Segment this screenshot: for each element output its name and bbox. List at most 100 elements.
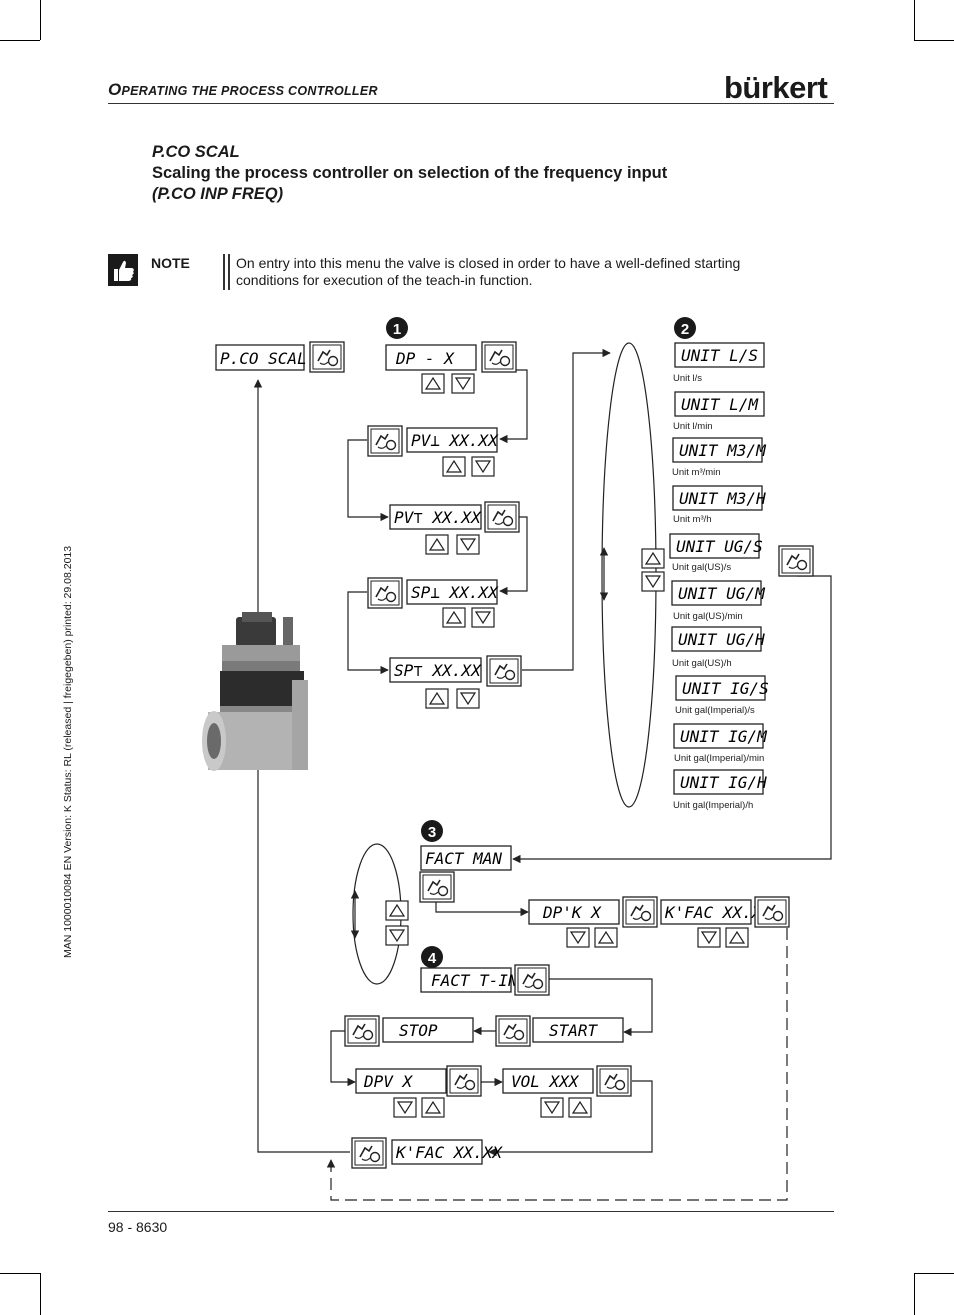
crop-mark [0,40,40,41]
menu-subtitle-ref: (P.CO INP FREQ) [152,185,284,203]
enter-key-icon [514,964,550,996]
arrow-down-icon [471,456,495,477]
crop-mark [0,1273,40,1274]
enter-key-icon [596,1065,632,1097]
unit-display-frame [675,675,766,701]
arrow-up-icon [425,534,449,555]
enter-key-icon [486,655,522,687]
arrow-down-icon [641,571,665,592]
note-divider [223,254,225,290]
display-text: FACT MAN [425,849,502,868]
arrow-up-icon [568,1097,592,1118]
unit-caption: Unit gal(Imperial)/h [673,800,753,811]
unit-caption: Unit l/s [673,373,702,384]
unit-display-text: UNIT L/M [681,395,759,414]
header-rule [108,103,834,104]
arrow-down-icon [540,1097,564,1118]
display-text: DP'K X [542,903,602,922]
display-text: FACT T-IN [431,971,518,990]
section-header-initial: O [108,80,122,99]
display-fact-man: FACT MAN [420,845,512,871]
unit-display-text: UNIT UG/H [678,630,765,649]
display-fact-tin: FACT T-IN [420,967,518,993]
menu-title: P.CO SCAL [152,143,240,161]
display-text: START [549,1021,599,1040]
unit-display-frame [673,723,764,749]
unit-display-text: UNIT M3/H [679,489,766,508]
unit-display-frame [672,437,763,463]
enter-key-icon [367,425,403,457]
display-dp-x: DP - X [385,344,477,371]
arrow-down-icon [566,927,590,948]
enter-key-icon [622,896,658,928]
crop-mark [914,0,915,40]
display-text: K'FAC XX.XX [395,1143,503,1162]
display-text: SP⊥ XX.XX [411,583,499,602]
arrow-up-icon [594,927,618,948]
unit-caption: Unit m³/h [673,514,712,525]
unit-display-frame [673,769,764,795]
enter-key-icon [484,501,520,533]
enter-key-icon [351,1137,387,1169]
arrow-down-icon [471,607,495,628]
display-text: SP⊤ XX.XX [394,661,482,680]
arrow-up-icon [385,900,409,921]
arrow-down-icon [385,925,409,946]
crop-mark [914,1273,915,1315]
enter-key-icon [309,341,345,373]
display-sp-low: SP⊥ XX.XX [406,579,499,605]
step-marker-4: 4 [421,946,443,968]
arrow-up-icon [725,927,749,948]
note-text: On entry into this menu the valve is clo… [236,255,741,288]
arrow-up-icon [641,548,665,569]
step-marker-2: 2 [674,317,696,339]
display-sp-high: SP⊤ XX.XX [389,657,482,683]
display-text: K'FAC XX.XX [664,903,772,922]
unit-display-text: UNIT IG/M [680,727,768,746]
display-kfac-2: K'FAC XX.XX [391,1139,503,1165]
step-marker-3: 3 [421,820,443,842]
display-stop: STOP [382,1017,474,1043]
step-marker-label: 1 [393,321,401,338]
unit-caption: Unit gal(US)/h [672,658,732,669]
display-text: DPV X [363,1072,414,1091]
unit-display-frame [672,485,763,511]
unit-option: UNIT M3/H Unit m³/h [672,485,766,525]
unit-display-text: UNIT IG/H [680,773,767,792]
menu-subtitle: Scaling the process controller on select… [152,164,668,182]
enter-key-icon [495,1015,531,1047]
unit-option: UNIT UG/H Unit gal(US)/h [671,626,765,669]
arrow-down-icon [697,927,721,948]
unit-option: UNIT IG/H Unit gal(Imperial)/h [673,769,767,811]
step-marker-1: 1 [386,317,408,339]
step-marker-label: 2 [681,321,689,338]
arrow-up-icon [421,373,445,394]
arrow-down-icon [451,373,475,394]
unit-option: UNIT L/M Unit l/min [673,391,765,432]
display-dpv-x: DPV X [355,1068,447,1094]
display-pv-low: PV⊥ XX.XX [406,427,499,453]
display-start: START [532,1017,624,1043]
step-marker-label: 3 [428,824,436,841]
unit-caption: Unit l/min [673,421,713,432]
unit-caption: Unit m³/min [672,467,721,478]
display-dpk-x: DP'K X [528,899,620,925]
unit-display-text: UNIT L/S [681,346,758,365]
unit-option: UNIT L/S Unit l/s [673,342,765,384]
unit-display-frame [671,580,762,606]
unit-display-frame [669,533,760,559]
display-pv-high: PV⊤ XX.XX [389,504,482,530]
step-marker-label: 4 [428,950,437,967]
enter-key-icon [344,1015,380,1047]
crop-mark [40,0,41,40]
unit-display-frame [671,626,762,652]
enter-key-icon [754,896,790,928]
section-header: Operating the process controller [108,80,378,100]
display-text: PV⊥ XX.XX [411,431,499,450]
unit-caption: Unit gal(US)/min [673,611,743,622]
